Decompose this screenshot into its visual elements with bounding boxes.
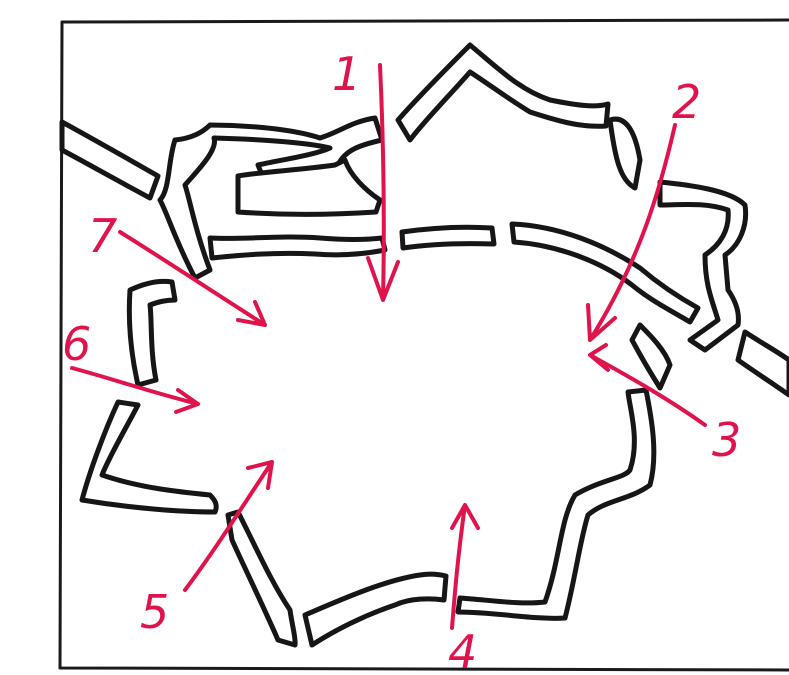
callout-label-5: 5 [140,585,169,639]
wall-segment [235,157,383,217]
callout-label-4: 4 [448,625,477,675]
callout-label-6: 6 [62,317,91,371]
wall-segment [455,387,657,621]
arrow-1 [366,63,400,302]
wall-segment [395,42,611,143]
wall-segment [629,322,673,391]
wall-segment [225,509,298,648]
ring-segment [207,234,388,261]
arrow-6 [70,366,200,414]
road-segment [735,329,789,398]
wall-segment [79,399,219,515]
wall-segment [607,116,643,191]
ring-segment [509,221,701,325]
callout-label-3: 3 [712,413,741,467]
callout-label-1: 1 [332,47,361,101]
road-segment [59,119,161,201]
arrow-5 [183,460,274,592]
arrow-7 [118,230,267,327]
callout-arrows [70,63,707,630]
wall-segment [126,278,178,388]
callout-label-2: 2 [672,75,701,129]
callout-label-7: 7 [88,209,117,263]
arrow-2 [586,123,677,342]
arrow-3 [588,343,707,427]
wall-segment [657,179,749,353]
wall-segment [302,571,449,648]
ring-segment [399,224,497,251]
arrow-4 [450,503,480,630]
